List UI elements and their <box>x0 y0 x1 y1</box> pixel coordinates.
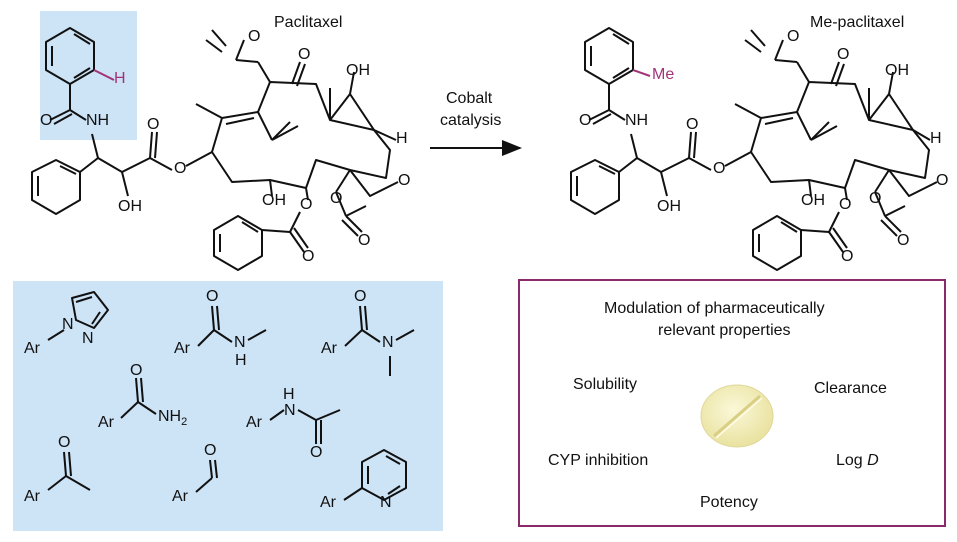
atom-label: N <box>284 402 296 419</box>
ar-label: Ar <box>24 340 40 357</box>
atom-label: OH <box>801 192 825 209</box>
property-solubility: Solubility <box>573 376 638 393</box>
atom-label: O <box>869 190 882 207</box>
atom-label: O <box>837 46 850 63</box>
atom-label: OH <box>262 192 286 209</box>
atom-label: N <box>82 330 94 347</box>
atom-label: O <box>330 190 343 207</box>
paclitaxel-title: Paclitaxel <box>274 14 343 31</box>
atom-label: O <box>897 232 910 249</box>
properties-title-line1: Modulation of pharmaceutically <box>604 300 825 317</box>
d-italic: D <box>867 452 879 469</box>
atom-label: N <box>382 334 394 351</box>
ar-label: Ar <box>172 488 188 505</box>
arrow-label-catalysis: catalysis <box>440 112 502 129</box>
atom-label: O <box>300 196 313 213</box>
nh2-label: NH2 <box>158 408 187 428</box>
atom-label: O <box>58 434 71 451</box>
atom-label: H <box>396 130 408 147</box>
arrow-label-cobalt: Cobalt <box>446 90 493 107</box>
me-paclitaxel-title: Me-paclitaxel <box>810 14 905 31</box>
atom-label: N <box>62 316 74 333</box>
atom-label: O <box>936 172 949 189</box>
atom-label: O <box>204 442 217 459</box>
atom-label: O <box>302 248 315 265</box>
atom-label: O <box>310 444 323 461</box>
atom-label: NH <box>625 112 649 129</box>
atom-label: O <box>686 116 699 133</box>
ar-label: Ar <box>174 340 190 357</box>
property-potency: Potency <box>700 494 758 511</box>
aryl-fragments <box>47 291 415 501</box>
highlight-h-atom: H <box>114 70 126 87</box>
ar-label: Ar <box>24 488 40 505</box>
atom-label: O <box>398 172 411 189</box>
property-log-d: Log D <box>836 452 879 470</box>
atom-label: O <box>713 160 726 177</box>
pill-icon <box>700 384 774 448</box>
properties-title-line2: relevant properties <box>658 322 791 339</box>
me-paclitaxel-structure <box>570 27 938 271</box>
atom-label: O <box>40 112 53 129</box>
atom-label: NH <box>86 112 110 129</box>
atom-label: O <box>841 248 854 265</box>
property-cyp-inhibition: CYP inhibition <box>548 452 649 469</box>
atom-label: O <box>174 160 187 177</box>
atom-label: H <box>930 130 942 147</box>
atom-label: O <box>787 28 800 45</box>
atom-label: O <box>147 116 160 133</box>
atom-label: H <box>283 386 295 403</box>
atom-label: N <box>234 334 246 351</box>
atom-label: OH <box>118 198 142 215</box>
atom-label: O <box>358 232 371 249</box>
paclitaxel-structure <box>31 27 399 271</box>
atom-label: OH <box>657 198 681 215</box>
atom-label: O <box>206 288 219 305</box>
log-text: Log <box>836 452 863 469</box>
atom-label: NH <box>158 408 182 425</box>
aryl-substituents-panel <box>13 281 443 531</box>
atom-label: OH <box>885 62 909 79</box>
highlight-me-group: Me <box>652 66 675 83</box>
atom-label: O <box>298 46 311 63</box>
atom-label: N <box>380 494 392 511</box>
ar-label: Ar <box>321 340 337 357</box>
atom-label: OH <box>346 62 370 79</box>
atom-label: O <box>130 362 143 379</box>
atom-label: O <box>354 288 367 305</box>
properties-panel <box>518 279 946 527</box>
ar-label: Ar <box>98 414 114 431</box>
property-clearance: Clearance <box>814 380 887 397</box>
ar-label: Ar <box>320 494 336 511</box>
atom-label: O <box>248 28 261 45</box>
subscript: 2 <box>181 416 188 429</box>
ar-label: Ar <box>246 414 262 431</box>
atom-label: O <box>839 196 852 213</box>
atom-label: H <box>235 352 247 369</box>
atom-label: O <box>579 112 592 129</box>
